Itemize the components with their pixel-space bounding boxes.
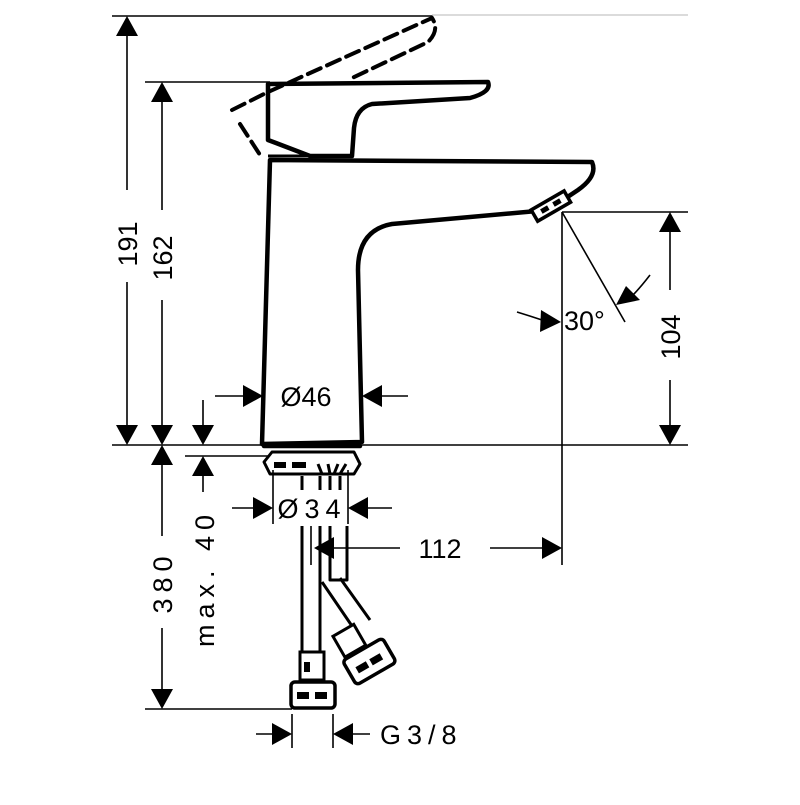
dimension-max-40: max. 40 (190, 400, 220, 647)
spout-and-body (259, 157, 596, 447)
dimension-104: 104 (656, 212, 686, 445)
dim-body-diameter: Ø46 (280, 382, 331, 412)
dimension-g38: G3/8 (256, 714, 463, 750)
dim-spout-angle: 30° (564, 306, 605, 336)
mounting-nut (262, 450, 362, 476)
reference-lines (112, 14, 688, 710)
dimension-162: 162 (148, 82, 178, 445)
handle (265, 79, 491, 159)
aerator (528, 188, 573, 224)
dim-supply-length: 380 (148, 550, 178, 613)
dim-spout-reach: 112 (418, 534, 461, 564)
hose-fitting (298, 650, 326, 682)
dim-total-height: 191 (113, 221, 143, 266)
nut-slot (292, 462, 306, 468)
dim-handle-height: 162 (148, 235, 178, 280)
dimension-380: 380 (148, 445, 178, 709)
dimension-angle-30: 30° (516, 274, 651, 336)
fitting-slot (304, 662, 310, 672)
hose-nut-slot (315, 692, 327, 699)
handle-open-position-lower (238, 122, 264, 160)
supply-hose-angled (320, 577, 372, 627)
dim-shank-diameter: Ø34 (277, 494, 346, 524)
nut-slot (274, 462, 286, 468)
dim-spout-height: 104 (656, 314, 686, 359)
dimension-112: 112 (310, 526, 562, 565)
hose-nut-slot (297, 692, 309, 699)
spout-angle-line (561, 211, 626, 323)
dim-connection-thread: G3/8 (380, 720, 463, 750)
faucet-body (230, 15, 596, 710)
dimension-diameter-46: Ø46 (215, 382, 408, 412)
handle-open-position (230, 15, 438, 112)
dimension-191: 191 (113, 16, 143, 445)
hose-nut (289, 680, 337, 710)
dim-max-deck-thickness: max. 40 (190, 509, 220, 647)
dimension-diameter-34: Ø34 (232, 470, 392, 524)
hose-nut-angled (330, 622, 397, 686)
nut-threads (316, 463, 348, 475)
